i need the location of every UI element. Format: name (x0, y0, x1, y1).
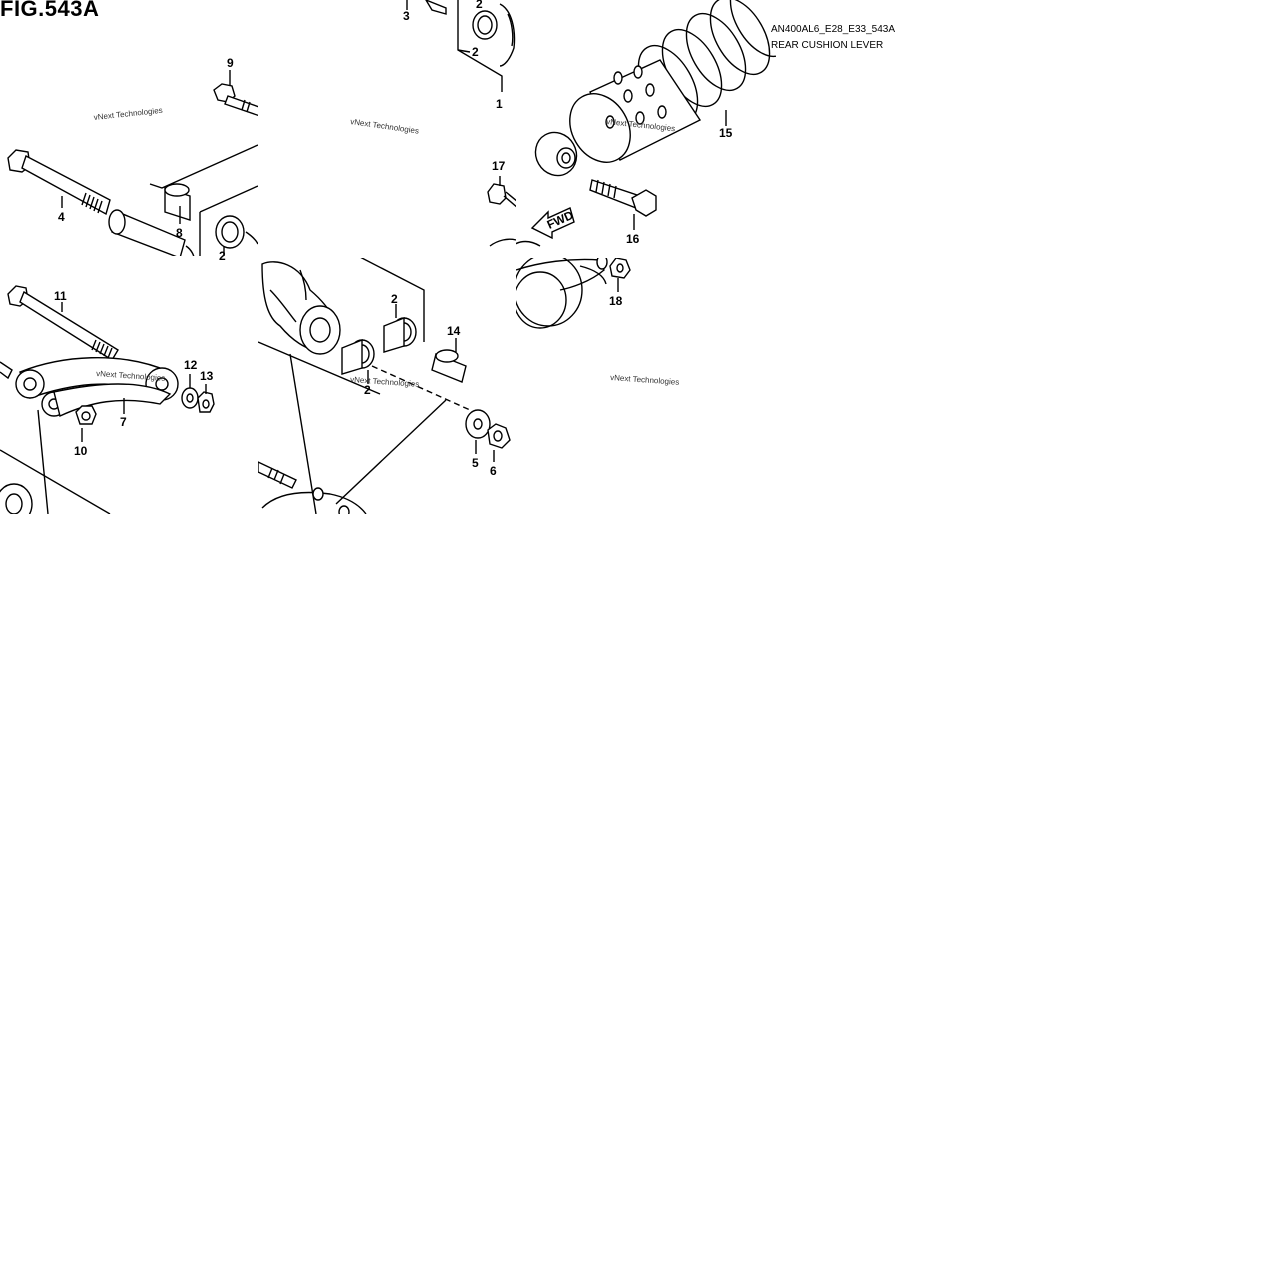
callout-6: 6 (490, 464, 497, 478)
needle-bearing (341, 338, 375, 375)
collar-8 (164, 183, 191, 221)
watermark-text: vNext Technologies (350, 117, 420, 136)
watermark-text: vNext Technologies (93, 106, 163, 122)
washer-5 (465, 409, 491, 439)
callout-3: 3 (403, 9, 410, 23)
nut-18 (609, 258, 631, 279)
nut-10 (75, 405, 97, 425)
watermark-text: vNext Technologies (350, 375, 420, 389)
shock-body (534, 59, 702, 177)
fwd-arrow-icon (530, 207, 575, 240)
callout-7: 7 (120, 415, 127, 429)
part-3 (425, 0, 447, 15)
bolt-17 (487, 183, 516, 208)
callout-18: 18 (609, 294, 623, 308)
callouts: 1 2 2 2 2 2 3 4 5 6 7 8 9 10 11 12 13 14… (54, 0, 733, 478)
callout-12: 12 (184, 358, 198, 372)
needle-bearing (215, 215, 245, 249)
callout-8: 8 (176, 226, 183, 240)
callout-2: 2 (391, 292, 398, 306)
figure-name: REAR CUSHION LEVER (771, 40, 884, 51)
watermark-text: vNext Technologies (610, 373, 680, 387)
callout-2: 2 (476, 0, 483, 11)
figure-title: FIG.543A (0, 0, 100, 21)
shock-lower-end (516, 258, 608, 329)
bolt-lower (258, 461, 297, 489)
callout-14: 14 (447, 324, 461, 338)
callout-2: 2 (219, 249, 226, 263)
callout-17: 17 (492, 159, 506, 173)
bolt-16 (589, 179, 657, 217)
washer-12 (181, 387, 199, 409)
bolt-9 (213, 83, 258, 117)
cushion-rod-7 (15, 356, 179, 417)
callout-2: 2 (364, 383, 371, 397)
callout-9: 9 (227, 56, 234, 70)
needle-bearing (472, 10, 498, 40)
collar-14 (431, 349, 467, 383)
bolt-4 (7, 149, 111, 216)
nut-13 (197, 391, 215, 413)
callout-1: 1 (496, 97, 503, 111)
callout-5: 5 (472, 456, 479, 470)
callout-4: 4 (58, 210, 65, 224)
cushion-lever (261, 261, 341, 355)
callout-13: 13 (200, 369, 214, 383)
callout-10: 10 (74, 444, 88, 458)
needle-bearing (383, 316, 417, 353)
figure-code: AN400AL6_E28_E33_543A (771, 24, 895, 35)
callout-15: 15 (719, 126, 733, 140)
callout-11: 11 (54, 289, 67, 303)
spacer-tube (108, 209, 186, 256)
callout-2: 2 (472, 45, 479, 59)
nut-6 (487, 423, 511, 449)
callout-16: 16 (626, 232, 640, 246)
